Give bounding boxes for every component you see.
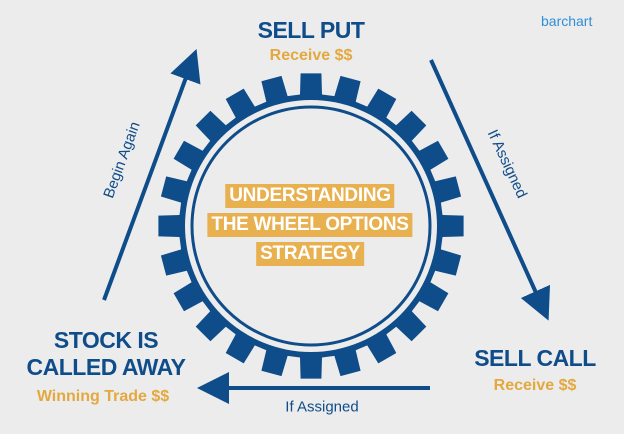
- sell-put-title: SELL PUT: [257, 17, 365, 43]
- sell-call-subtitle: Receive $$: [493, 377, 577, 394]
- if-assigned-bottom-label: If Assigned: [285, 398, 359, 416]
- called-away-title-line-1: STOCK IS: [53, 327, 159, 353]
- begin-again-arrow: [102, 48, 201, 301]
- center-title-line-3: STRATEGY: [256, 242, 364, 266]
- sell-put-subtitle: Receive $$: [269, 47, 353, 64]
- called-away-title-line-2: CALLED AWAY: [26, 354, 186, 380]
- center-title-line-1: UNDERSTANDING: [225, 184, 395, 208]
- if-assigned-right-arrow: [429, 59, 551, 321]
- brand-logo-text: barchart: [541, 13, 593, 29]
- gear-inner-ring: [190, 105, 432, 347]
- called-away-subtitle: Winning Trade $$: [36, 388, 170, 405]
- center-title: UNDERSTANDING THE WHEEL OPTIONS STRATEGY: [207, 184, 413, 270]
- sell-call-title: SELL CALL: [474, 345, 596, 371]
- center-title-line-2: THE WHEEL OPTIONS: [207, 213, 413, 237]
